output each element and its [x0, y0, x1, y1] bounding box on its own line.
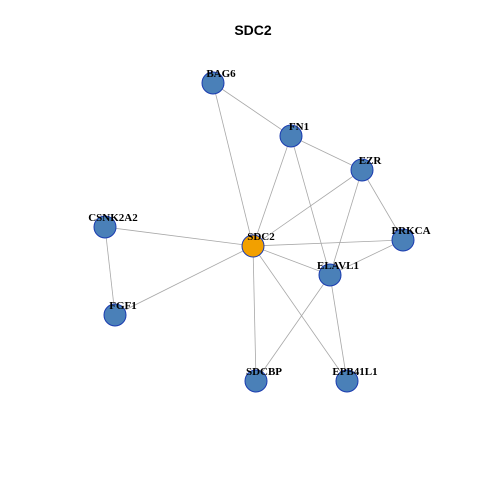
node-prkca	[391, 228, 415, 252]
edge-csnk2a2-fgf1	[104, 226, 116, 316]
node-epb41l1	[335, 369, 359, 393]
edge-sdc2-prkca	[252, 239, 404, 247]
node-label-sdcbp: SDCBP	[246, 366, 282, 378]
node-label-elavl1: ELAVL1	[317, 260, 359, 272]
edge-sdc2-epb41l1	[252, 245, 348, 382]
node-sdc2	[241, 234, 265, 258]
node-ezr	[350, 158, 374, 182]
node-elavl1	[318, 263, 342, 287]
edge-csnk2a2-sdc2	[104, 226, 254, 247]
diagram-title: SDC2	[234, 22, 272, 38]
edge-sdc2-elavl1	[252, 245, 331, 276]
edge-elavl1-sdcbp	[255, 274, 331, 382]
edge-ezr-sdc2	[252, 169, 363, 247]
node-label-fn1: FN1	[289, 121, 309, 133]
node-fn1	[279, 124, 303, 148]
node-sdcbp	[244, 369, 268, 393]
edge-sdc2-fgf1	[114, 245, 254, 316]
node-label-bag6: BAG6	[206, 68, 236, 80]
edge-prkca-elavl1	[329, 239, 404, 276]
edge-layer	[104, 82, 404, 382]
node-label-prkca: PRKCA	[391, 225, 430, 237]
node-label-ezr: EZR	[359, 155, 383, 167]
edge-ezr-elavl1	[329, 169, 363, 276]
node-csnk2a2	[93, 215, 117, 239]
node-layer	[93, 71, 415, 393]
edge-bag6-sdc2	[212, 82, 254, 247]
node-label-csnk2a2: CSNK2A2	[88, 212, 138, 224]
edge-fn1-sdc2	[252, 135, 292, 247]
node-label-epb41l1: EPB41L1	[332, 366, 377, 378]
edge-bag6-fn1	[212, 82, 292, 137]
edge-elavl1-epb41l1	[329, 274, 348, 382]
edge-fn1-ezr	[290, 135, 363, 171]
node-label-fgf1: FGF1	[109, 300, 137, 312]
node-fgf1	[103, 303, 127, 327]
node-bag6	[201, 71, 225, 95]
edge-ezr-prkca	[361, 169, 404, 241]
node-label-sdc2: SDC2	[247, 231, 275, 243]
edge-sdc2-sdcbp	[252, 245, 257, 382]
